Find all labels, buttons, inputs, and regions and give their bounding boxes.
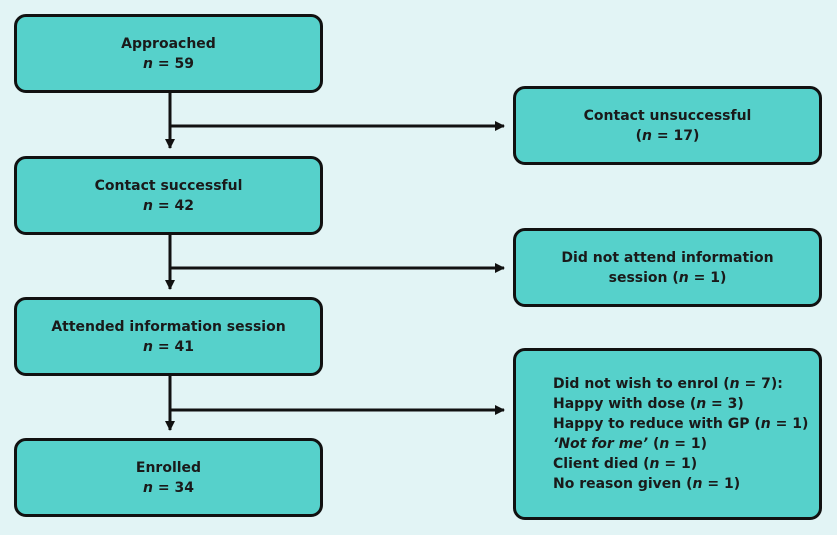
- box-contact-unsuccessful: Contact unsuccessful (n = 17): [513, 86, 822, 165]
- reason-text: Happy with dose (: [553, 396, 697, 412]
- count-variable: n: [649, 456, 660, 472]
- count-value: = 42: [153, 197, 194, 214]
- reason-line: ‘Not for me’ (n = 1): [553, 434, 707, 454]
- count-variable: n: [642, 127, 652, 144]
- count-variable: n: [696, 396, 707, 412]
- reason-line: Did not wish to enrol (n = 7):: [553, 374, 783, 394]
- box-contact-unsuccessful-title: Contact unsuccessful: [583, 107, 752, 124]
- count-value: = 3): [706, 396, 744, 412]
- count-variable: n: [143, 197, 153, 214]
- reason-text: Happy to reduce with GP (: [553, 416, 761, 432]
- reason-line: Happy with dose (n = 3): [553, 394, 744, 414]
- box-did-not-attend-line2: session (n = 1): [609, 268, 727, 288]
- count-value: = 59: [153, 55, 194, 72]
- box-attended-title: Attended information session: [51, 318, 286, 335]
- count-variable: n: [760, 416, 771, 432]
- reason-line: Client died (n = 1): [553, 454, 697, 474]
- count-value: = 1): [669, 436, 707, 452]
- count-variable: n: [678, 269, 689, 286]
- box-did-not-attend-line1: Did not attend information: [561, 249, 774, 266]
- count-value: = 1): [659, 456, 698, 472]
- count-value: = 7):: [739, 376, 783, 392]
- count-variable: n: [659, 436, 670, 452]
- box-enrolled-title: Enrolled: [135, 459, 202, 476]
- count-variable: n: [692, 476, 703, 492]
- reason-text: Client died (: [553, 456, 650, 472]
- count-variable: n: [143, 55, 153, 72]
- reason-line: No reason given (n = 1): [553, 474, 740, 494]
- count-variable: n: [729, 376, 740, 392]
- box-contact-unsuccessful-count: (n = 17): [636, 126, 700, 146]
- count-value: = 34: [153, 479, 194, 496]
- box-did-not-wish-to-enrol: Did not wish to enrol (n = 7): Happy wit…: [513, 348, 822, 520]
- box-attended-information-session: Attended information session n = 41: [14, 297, 323, 376]
- box-contact-successful-count: n = 42: [143, 196, 194, 216]
- reason-text: (: [648, 436, 660, 452]
- box-enrolled: Enrolled n = 34: [14, 438, 323, 517]
- count-value: = 17): [652, 127, 700, 144]
- count-value: = 1): [702, 476, 741, 492]
- box-approached-count: n = 59: [143, 54, 194, 74]
- count-variable: n: [143, 338, 153, 355]
- box-did-not-attend: Did not attend information session (n = …: [513, 228, 822, 307]
- count-variable: n: [143, 479, 153, 496]
- box-contact-successful: Contact successful n = 42: [14, 156, 323, 235]
- box-contact-successful-title: Contact successful: [94, 177, 243, 194]
- count-prefix: (: [635, 127, 643, 144]
- reason-quote: ‘Not for me’: [553, 436, 649, 452]
- reason-line: Happy to reduce with GP (n = 1): [553, 414, 808, 434]
- reason-text: Did not wish to enrol (: [553, 376, 730, 392]
- count-value: = 1): [770, 416, 809, 432]
- reason-text: No reason given (: [553, 476, 693, 492]
- count-prefix: session (: [608, 269, 679, 286]
- box-approached-title: Approached: [121, 35, 216, 52]
- box-enrolled-count: n = 34: [143, 478, 194, 498]
- count-value: = 1): [688, 269, 727, 286]
- box-attended-count: n = 41: [143, 337, 194, 357]
- count-value: = 41: [153, 338, 194, 355]
- box-approached: Approached n = 59: [14, 14, 323, 93]
